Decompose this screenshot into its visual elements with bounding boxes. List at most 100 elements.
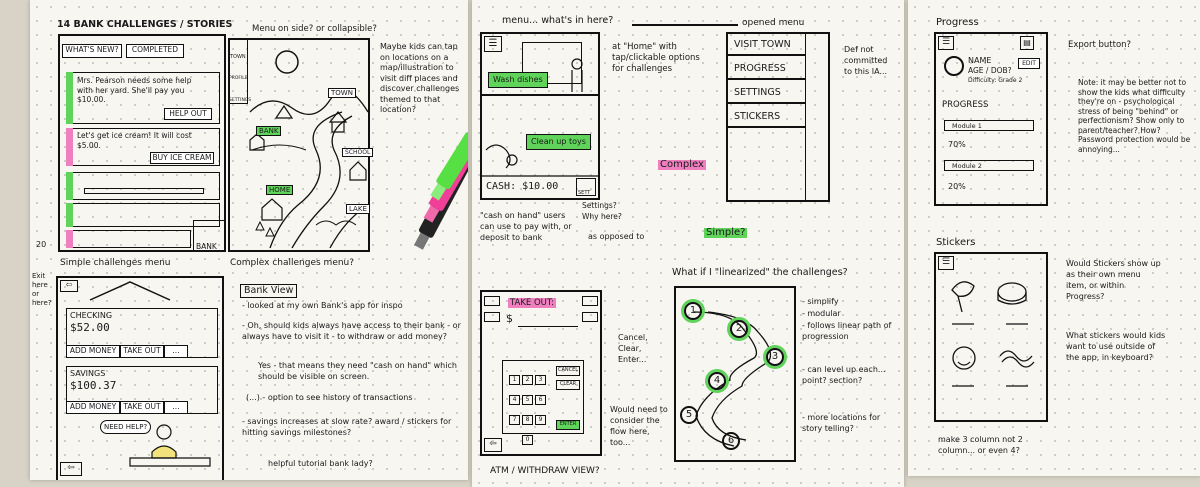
module-1-name: Module 1 — [952, 122, 982, 130]
bank-roof — [89, 281, 171, 301]
export-note: Export button? — [1068, 40, 1132, 50]
help-out-button[interactable]: HELP OUT — [164, 108, 212, 120]
hamburger-menu-button[interactable]: ☰ — [938, 256, 954, 270]
need-help-bubble[interactable]: NEED HELP? — [100, 420, 152, 434]
opposed-note: as opposed to — [588, 232, 645, 241]
progress-note: Note: it may be better not to show the k… — [1078, 78, 1191, 154]
add-money-button[interactable]: ADD MONEY — [66, 401, 120, 414]
atm-key-9[interactable]: 9 — [535, 415, 546, 425]
map-label-home[interactable]: HOME — [266, 185, 294, 195]
atm-key-8[interactable]: 8 — [522, 415, 533, 425]
linear-question: What if I "linearized" the challenges? — [672, 267, 848, 278]
menu-item-visit-town[interactable]: VISIT TOWN — [734, 39, 791, 50]
atm-key-7[interactable]: 7 — [509, 415, 520, 425]
atm-note-1: Cancel, Clear, Enter... — [618, 333, 648, 364]
stickers-phone — [934, 252, 1048, 422]
hamburger-menu-button[interactable]: ☰ — [938, 36, 954, 50]
map-label-lake[interactable]: LAKE — [346, 204, 370, 214]
linear-path-phone — [674, 286, 796, 462]
atm-key-1[interactable]: 1 — [509, 375, 520, 385]
add-money-button[interactable]: ADD MONEY — [66, 345, 120, 358]
atm-side-slot — [582, 312, 598, 322]
markers-illustration — [414, 132, 468, 250]
bank-note-1: - looked at my own Bank's app for inspo — [242, 301, 403, 310]
atm-keypad — [502, 360, 584, 434]
path-step-4[interactable]: 4 — [708, 372, 726, 390]
tab-completed[interactable]: COMPLETED — [126, 44, 184, 58]
menu-divider — [726, 54, 806, 56]
map-label-town[interactable]: TOWN — [328, 88, 356, 98]
profile-name: NAME — [968, 56, 992, 65]
module-2-bar — [944, 160, 1034, 171]
exit-button[interactable]: ⇦ — [60, 462, 82, 476]
profile-age: AGE / DOB? — [968, 66, 1012, 75]
card-accent-green — [66, 203, 73, 227]
more-button[interactable]: ... — [164, 401, 188, 414]
path-step-1[interactable]: 1 — [684, 302, 702, 320]
map-label-bank[interactable]: BANK — [256, 126, 282, 136]
top-note: menu... what's in here? — [502, 15, 614, 26]
bank-note-5: - savings increases at slow rate? award … — [242, 417, 452, 437]
map-label-school[interactable]: SCHOOL — [342, 148, 374, 157]
menu-item-stickers[interactable]: STICKERS — [734, 111, 781, 122]
profile-icon-label: PROFILE — [229, 76, 248, 81]
atm-back-button[interactable]: ⇦ — [484, 438, 502, 452]
bank-note-3: Yes - that means they need "cash on hand… — [258, 361, 457, 381]
bank-view-phone — [56, 276, 224, 480]
atm-input-line — [518, 326, 578, 327]
settings-button[interactable] — [576, 178, 596, 196]
path-step-6[interactable]: 6 — [722, 432, 740, 450]
path-step-2[interactable]: 2 — [730, 320, 748, 338]
complex-map-phone — [228, 38, 370, 252]
def-note: Def not committed to this IA... — [844, 45, 888, 76]
atm-key-3[interactable]: 3 — [535, 375, 546, 385]
opened-menu-label: opened menu — [742, 18, 805, 28]
sketch-page-2: menu... what's in here? opened menu ☰ Wa… — [472, 0, 904, 487]
menu-item-progress[interactable]: PROGRESS — [734, 63, 786, 74]
simple-challenges-phone — [58, 34, 226, 252]
atm-key-6[interactable]: 6 — [535, 395, 546, 405]
atm-take-out-label: TAKE OUT: — [508, 298, 557, 308]
hamburger-menu-button[interactable]: ☰ — [484, 36, 502, 52]
path-step-5[interactable]: 5 — [680, 406, 698, 424]
menu-item-settings[interactable]: SETTINGS — [734, 87, 781, 98]
edit-button[interactable]: EDIT — [1018, 58, 1040, 69]
profile-difficulty: Difficulty: Grade 2 — [968, 77, 1023, 84]
atm-key-2[interactable]: 2 — [522, 375, 533, 385]
complex-label: Complex — [658, 159, 706, 170]
take-out-button[interactable]: TAKE OUT — [120, 345, 164, 358]
wash-dishes-button[interactable]: Wash dishes — [488, 72, 548, 88]
card-accent-pink — [66, 128, 73, 166]
atm-key-0[interactable]: 0 — [522, 435, 533, 445]
atm-key-5[interactable]: 5 — [522, 395, 533, 405]
back-arrow-button[interactable]: ⇦ — [60, 280, 78, 292]
tab-whats-new[interactable]: WHAT'S NEW? — [62, 44, 122, 58]
menu-side-note: Menu on side? or collapsible? — [252, 24, 377, 34]
clean-up-toys-button[interactable]: Clean up toys — [526, 134, 591, 150]
atm-enter-key[interactable]: ENTER — [556, 420, 580, 430]
bank-shortcut-button[interactable] — [193, 220, 226, 252]
atm-clear-key[interactable]: CLEAR — [556, 380, 580, 390]
atm-cancel-key[interactable]: CANCEL — [556, 366, 580, 376]
card-accent-pink — [66, 230, 73, 248]
savings-label: SAVINGS — [70, 369, 106, 378]
export-button[interactable]: ▤ — [1020, 36, 1034, 50]
page-heading: 14 BANK CHALLENGES / STORIES — [57, 19, 233, 30]
sketch-page-1: 14 BANK CHALLENGES / STORIES WHAT'S NEW?… — [30, 0, 468, 480]
card-2-text: Let's get ice cream! It will cost $5.00. — [77, 131, 192, 150]
arrow-line — [632, 24, 738, 26]
take-out-button[interactable]: TAKE OUT — [120, 401, 164, 414]
more-button[interactable]: ... — [164, 345, 188, 358]
atm-key-4[interactable]: 4 — [509, 395, 520, 405]
module-2-pct: 20% — [948, 182, 966, 191]
path-step-3[interactable]: 3 — [766, 348, 784, 366]
menu-panel — [726, 32, 806, 202]
stickers-note-3: make 3 column not 2 column... or even 4? — [938, 435, 1023, 455]
bank-note-2: - Oh, should kids always have access to … — [242, 321, 461, 341]
cash-note: "cash on hand" users can use to pay with… — [480, 211, 572, 242]
complex-caption: Complex challenges menu? — [230, 258, 355, 268]
room-illustration — [480, 58, 600, 177]
buy-ice-cream-button[interactable]: BUY ICE CREAM — [150, 152, 214, 164]
checking-label: CHECKING — [70, 311, 113, 320]
